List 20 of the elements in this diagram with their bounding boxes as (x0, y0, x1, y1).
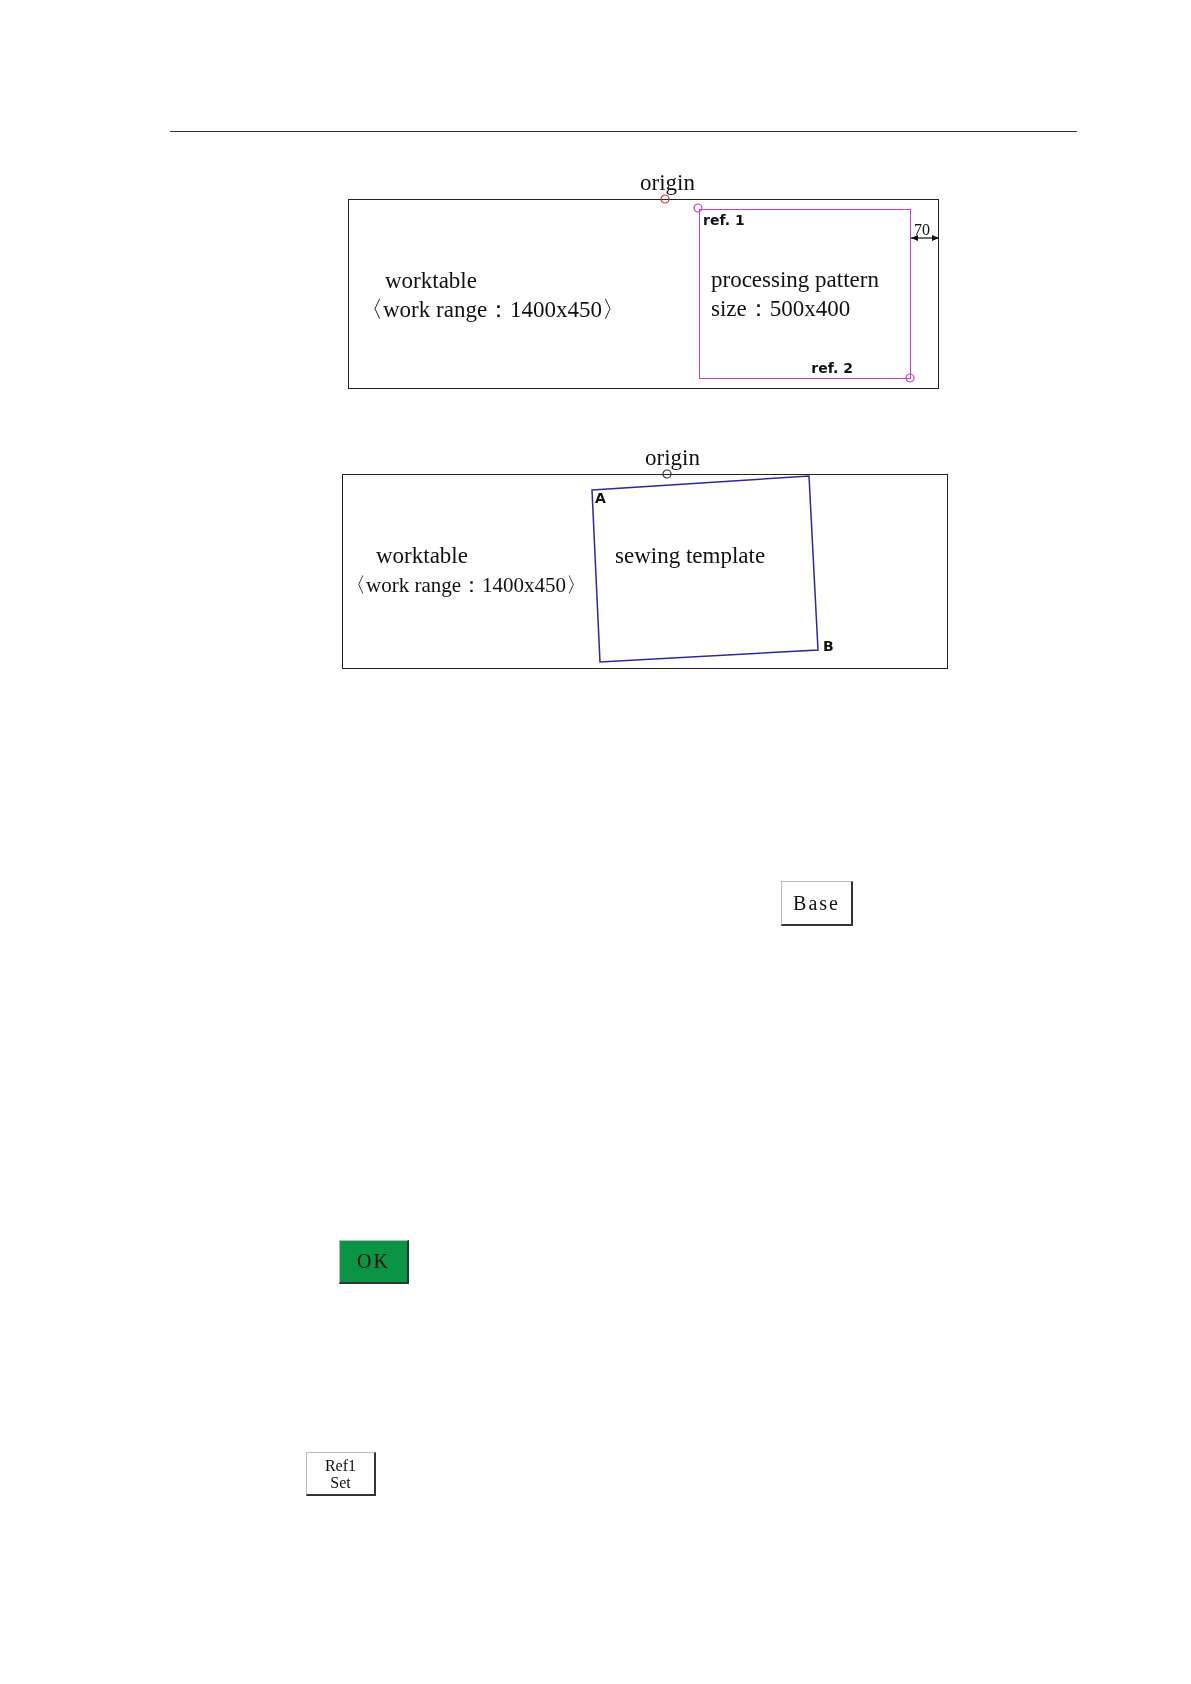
corner-label: B (823, 638, 834, 654)
pattern-outline (699, 209, 911, 379)
pattern-size-label: size：500x400 (711, 296, 851, 322)
origin-label: origin (645, 445, 700, 471)
work-range-label: 〈work range：1400x450〉 (360, 297, 626, 323)
work-range-label: 〈work range：1400x450〉 (345, 572, 588, 598)
reference-point-label: ref. 1 (703, 212, 745, 228)
worktable-label: worktable (385, 268, 477, 294)
ok-button: OK (339, 1240, 409, 1284)
worktable-label: worktable (376, 543, 468, 569)
dimension-label: 70 (914, 221, 930, 238)
base-button: Base (781, 881, 853, 926)
corner-label: A (595, 490, 606, 506)
worktable-frame (342, 474, 948, 669)
template-name-label: sewing template (615, 543, 766, 569)
origin-label: origin (640, 170, 695, 196)
pattern-name-label: processing pattern (711, 267, 879, 293)
worktable-frame (348, 199, 939, 389)
ref1-set-button: Ref1 Set (306, 1452, 376, 1496)
reference-point-label: ref. 2 (811, 360, 853, 376)
